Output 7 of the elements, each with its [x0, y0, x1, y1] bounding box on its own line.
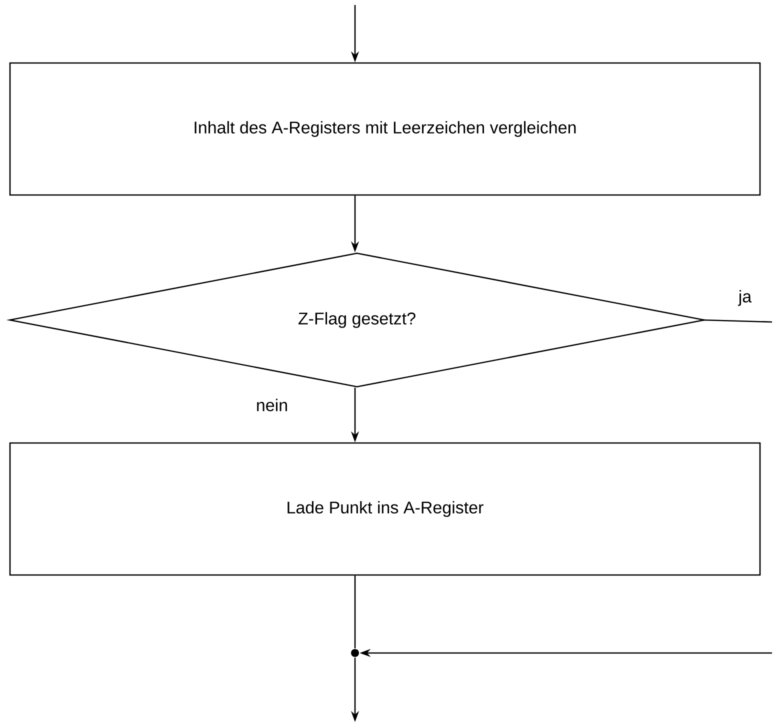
connector-line [354, 576, 356, 648]
connector-line [703, 319, 772, 323]
edge-label: ja [738, 290, 752, 306]
edge-label: nein [257, 398, 287, 412]
junction-dot [351, 649, 359, 657]
process-box: Lade Punkt ins A-Register [9, 442, 761, 576]
process-box: Inhalt des A-Registers mit Leerzeichen vergleichen [9, 62, 761, 196]
